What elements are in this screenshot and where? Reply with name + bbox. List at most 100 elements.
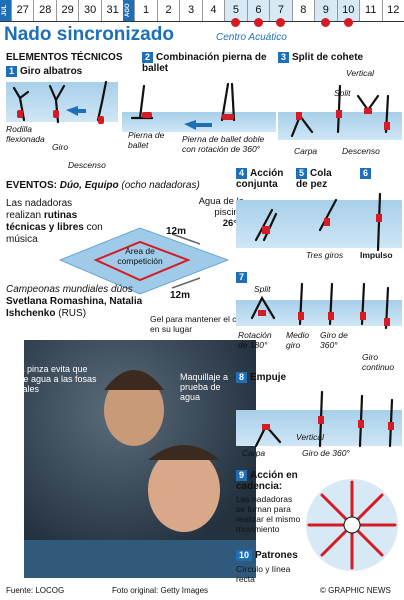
champions-names: Svetlana Romashina, Natalia Ishchenko	[6, 296, 143, 319]
label-pierna-ballet-doble: Pierna de ballet doble con rotación de 3…	[182, 134, 265, 154]
label-giro-continuo: Giro continuo	[362, 352, 395, 372]
label-split: Split	[254, 284, 271, 294]
label-vertical: Vertical	[296, 432, 325, 442]
dimension-1: 12m	[166, 226, 187, 237]
pool-temp-value: 26°C	[222, 218, 244, 229]
events-line: EVENTOS: Dúo, Equipo (ocho nadadoras)	[6, 180, 200, 191]
label-giro-360: Giro de 360°	[320, 330, 348, 350]
copyright: © GRAPHIC NEWS	[320, 586, 391, 595]
section-number: 3	[278, 52, 289, 63]
events-para-1: Las nadadoras realizan	[6, 198, 73, 221]
rocket-split-figures	[290, 84, 390, 138]
events-note: (ocho nadadoras)	[121, 180, 200, 191]
cal-day-event: 5	[224, 0, 247, 27]
section-label: Giro albatros	[20, 66, 83, 77]
section-label: Empuje	[250, 372, 287, 383]
cal-day: 11	[359, 0, 381, 21]
calendar-strip: JUL 27 28 29 30 31 AGO 1 2 3 4 5 6 7 8 9…	[0, 0, 404, 27]
cal-day: 28	[33, 0, 55, 21]
label-impulso: Impulso	[360, 250, 393, 260]
albatross-figures	[12, 80, 108, 124]
cal-day-event: 7	[269, 0, 292, 27]
cal-day: 8	[291, 0, 314, 21]
elements-heading: ELEMENTOS TÉCNICOS	[6, 52, 123, 63]
cal-day: 1	[134, 0, 156, 21]
section-number: 1	[6, 66, 17, 77]
cal-day: 12	[381, 0, 404, 21]
photo-illustration	[24, 370, 256, 578]
label-vertical: Vertical	[346, 68, 375, 78]
ballet-leg-figures	[130, 82, 236, 130]
cal-day-event: 6	[246, 0, 270, 27]
champions-text: Campeonas mundiales dúos Svetlana Romash…	[6, 284, 146, 320]
label-split: Split	[334, 88, 351, 98]
section-label: Acción en cadencia:	[236, 470, 298, 492]
section-label: Acción conjunta	[236, 168, 284, 190]
events-heading: EVENTOS:	[6, 180, 57, 191]
gel-annotation: Gel para mantener el cabello en su lugar	[150, 314, 260, 334]
label-rodilla: Rodilla flexionada	[6, 124, 45, 144]
source-credit: Fuente: LOCOG	[6, 586, 65, 595]
section-label: Split de cohete	[292, 52, 364, 63]
section-label: Combinación pierna de ballet	[142, 52, 267, 74]
label-carpa: Carpa	[294, 146, 318, 156]
section-number: 2	[142, 52, 153, 63]
star-pattern-figure	[306, 479, 398, 571]
champions-line-1: Campeonas mundiales dúos	[6, 284, 133, 295]
label-giro: Giro	[52, 142, 69, 152]
cal-day-event: 9	[314, 0, 337, 27]
label-medio-giro: Medio giro	[286, 330, 310, 350]
cal-day: 4	[201, 0, 224, 21]
events-para-3: con música	[6, 222, 103, 245]
section-label: Patrones	[255, 550, 298, 561]
section-9-text: Las nadadoras se turnan para realizar el…	[236, 494, 301, 534]
joint-action-figures	[254, 192, 382, 252]
section-10-text: Círculo y línea recta	[236, 564, 291, 584]
venue-subtitle: Centro Acuático	[216, 32, 287, 43]
section-6-title: 6	[360, 168, 374, 179]
label-descenso: Descenso	[342, 146, 380, 156]
events-para-2: rutinas técnicas y libres	[6, 210, 84, 233]
competition-pool-diagram	[58, 227, 230, 295]
cal-day: 2	[156, 0, 179, 21]
month-jul: JUL	[0, 0, 11, 21]
events-paragraph: Las nadadoras realizan rutinas técnicas …	[6, 198, 106, 246]
champions-country: (RUS)	[58, 308, 87, 319]
photo-credit: Foto original: Getty Images	[112, 586, 209, 595]
label-giro-360: Giro de 360°	[302, 448, 350, 458]
competition-area-label: Área de competición	[117, 246, 163, 266]
makeup-annotation: Maquillaje a prueba de agua	[180, 372, 229, 402]
label-tres-giros: Tres giros	[306, 250, 344, 260]
section-number: 6	[360, 168, 371, 179]
cal-day: 30	[78, 0, 100, 21]
rotation-figures	[250, 282, 390, 330]
events-types: Dúo, Equipo	[59, 180, 119, 191]
cal-day: 3	[179, 0, 201, 21]
pool-water	[122, 112, 276, 132]
thrust-figures	[254, 390, 394, 448]
section-number: 10	[236, 550, 252, 561]
dimension-2: 12m	[170, 290, 191, 301]
pool-temp-text: Agua de la piscina	[198, 196, 244, 218]
section-number: 9	[236, 470, 247, 481]
section-number: 7	[236, 272, 247, 283]
cal-day-event: 10	[336, 0, 360, 27]
page-title: Nado sincronizado	[4, 24, 174, 45]
section-number: 4	[236, 168, 247, 179]
section-label: Cola de pez	[296, 168, 332, 190]
label-pierna-ballet: Pierna de ballet	[128, 130, 165, 150]
cal-day: 29	[55, 0, 78, 21]
month-ago: AGO	[123, 0, 135, 21]
section-number: 8	[236, 372, 247, 383]
nose-clip-annotation: Una pinza evita que entre agua a las fos…	[8, 364, 97, 394]
swimmers-photo	[24, 340, 256, 578]
